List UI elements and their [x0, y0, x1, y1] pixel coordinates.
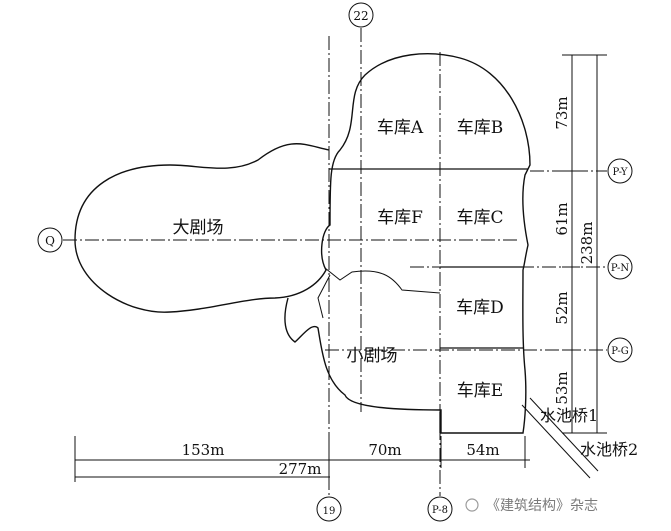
axis-label-pg: P-G: [611, 346, 629, 357]
room-garage-d: 车库D: [456, 298, 504, 318]
axis-bubble-19: [316, 496, 342, 522]
axis-label-pn: P-N: [611, 263, 630, 274]
axis-label-py: P-Y: [612, 167, 627, 178]
room-small-theater: 小剧场: [347, 346, 398, 366]
dim-label-54: 54m: [466, 441, 499, 459]
watermark-wechat-icon: [465, 498, 479, 512]
axis-label-19: 19: [323, 506, 336, 517]
dim-label-53: 53m: [553, 371, 571, 404]
axis-bubble-py: [607, 158, 633, 184]
axis-bubble-22: [348, 2, 374, 28]
room-grand-theater: 大剧场: [173, 218, 224, 238]
dim-label-70: 70m: [368, 441, 401, 459]
axis-label-p8: P-8: [432, 505, 448, 516]
bridge-1-line-b: [529, 397, 599, 472]
dim-label-238: 238m: [578, 222, 596, 265]
axis-label-22: 22: [353, 9, 368, 23]
dim-label-153: 153m: [182, 441, 225, 459]
bridge-label-1: 水池桥1: [540, 406, 598, 425]
room-garage-f: 车库F: [377, 208, 423, 228]
dim-label-277: 277m: [279, 460, 322, 478]
dim-label-73: 73m: [553, 96, 571, 129]
dim-label-61: 61m: [553, 202, 571, 235]
room-garage-c: 车库C: [456, 208, 503, 228]
inner-notch: [324, 267, 441, 294]
axis-bubble-pn: [607, 254, 633, 280]
inner-notch-2: [317, 274, 331, 319]
dim-label-52: 52m: [553, 291, 571, 324]
bridge-label-2: 水池桥2: [580, 440, 638, 459]
axis-bubble-pg: [607, 337, 633, 363]
axis-bubble-p8: [427, 496, 453, 522]
room-garage-e: 车库E: [457, 381, 503, 401]
room-garage-b: 车库B: [457, 118, 504, 138]
bridge-1-line-a: [521, 404, 591, 479]
axis-label-q: Q: [45, 234, 55, 248]
watermark-text: 《建筑结构》杂志: [486, 498, 598, 514]
axis-bubble-q: [37, 227, 63, 253]
building-outline: [74, 53, 531, 434]
room-garage-a: 车库A: [377, 118, 424, 138]
